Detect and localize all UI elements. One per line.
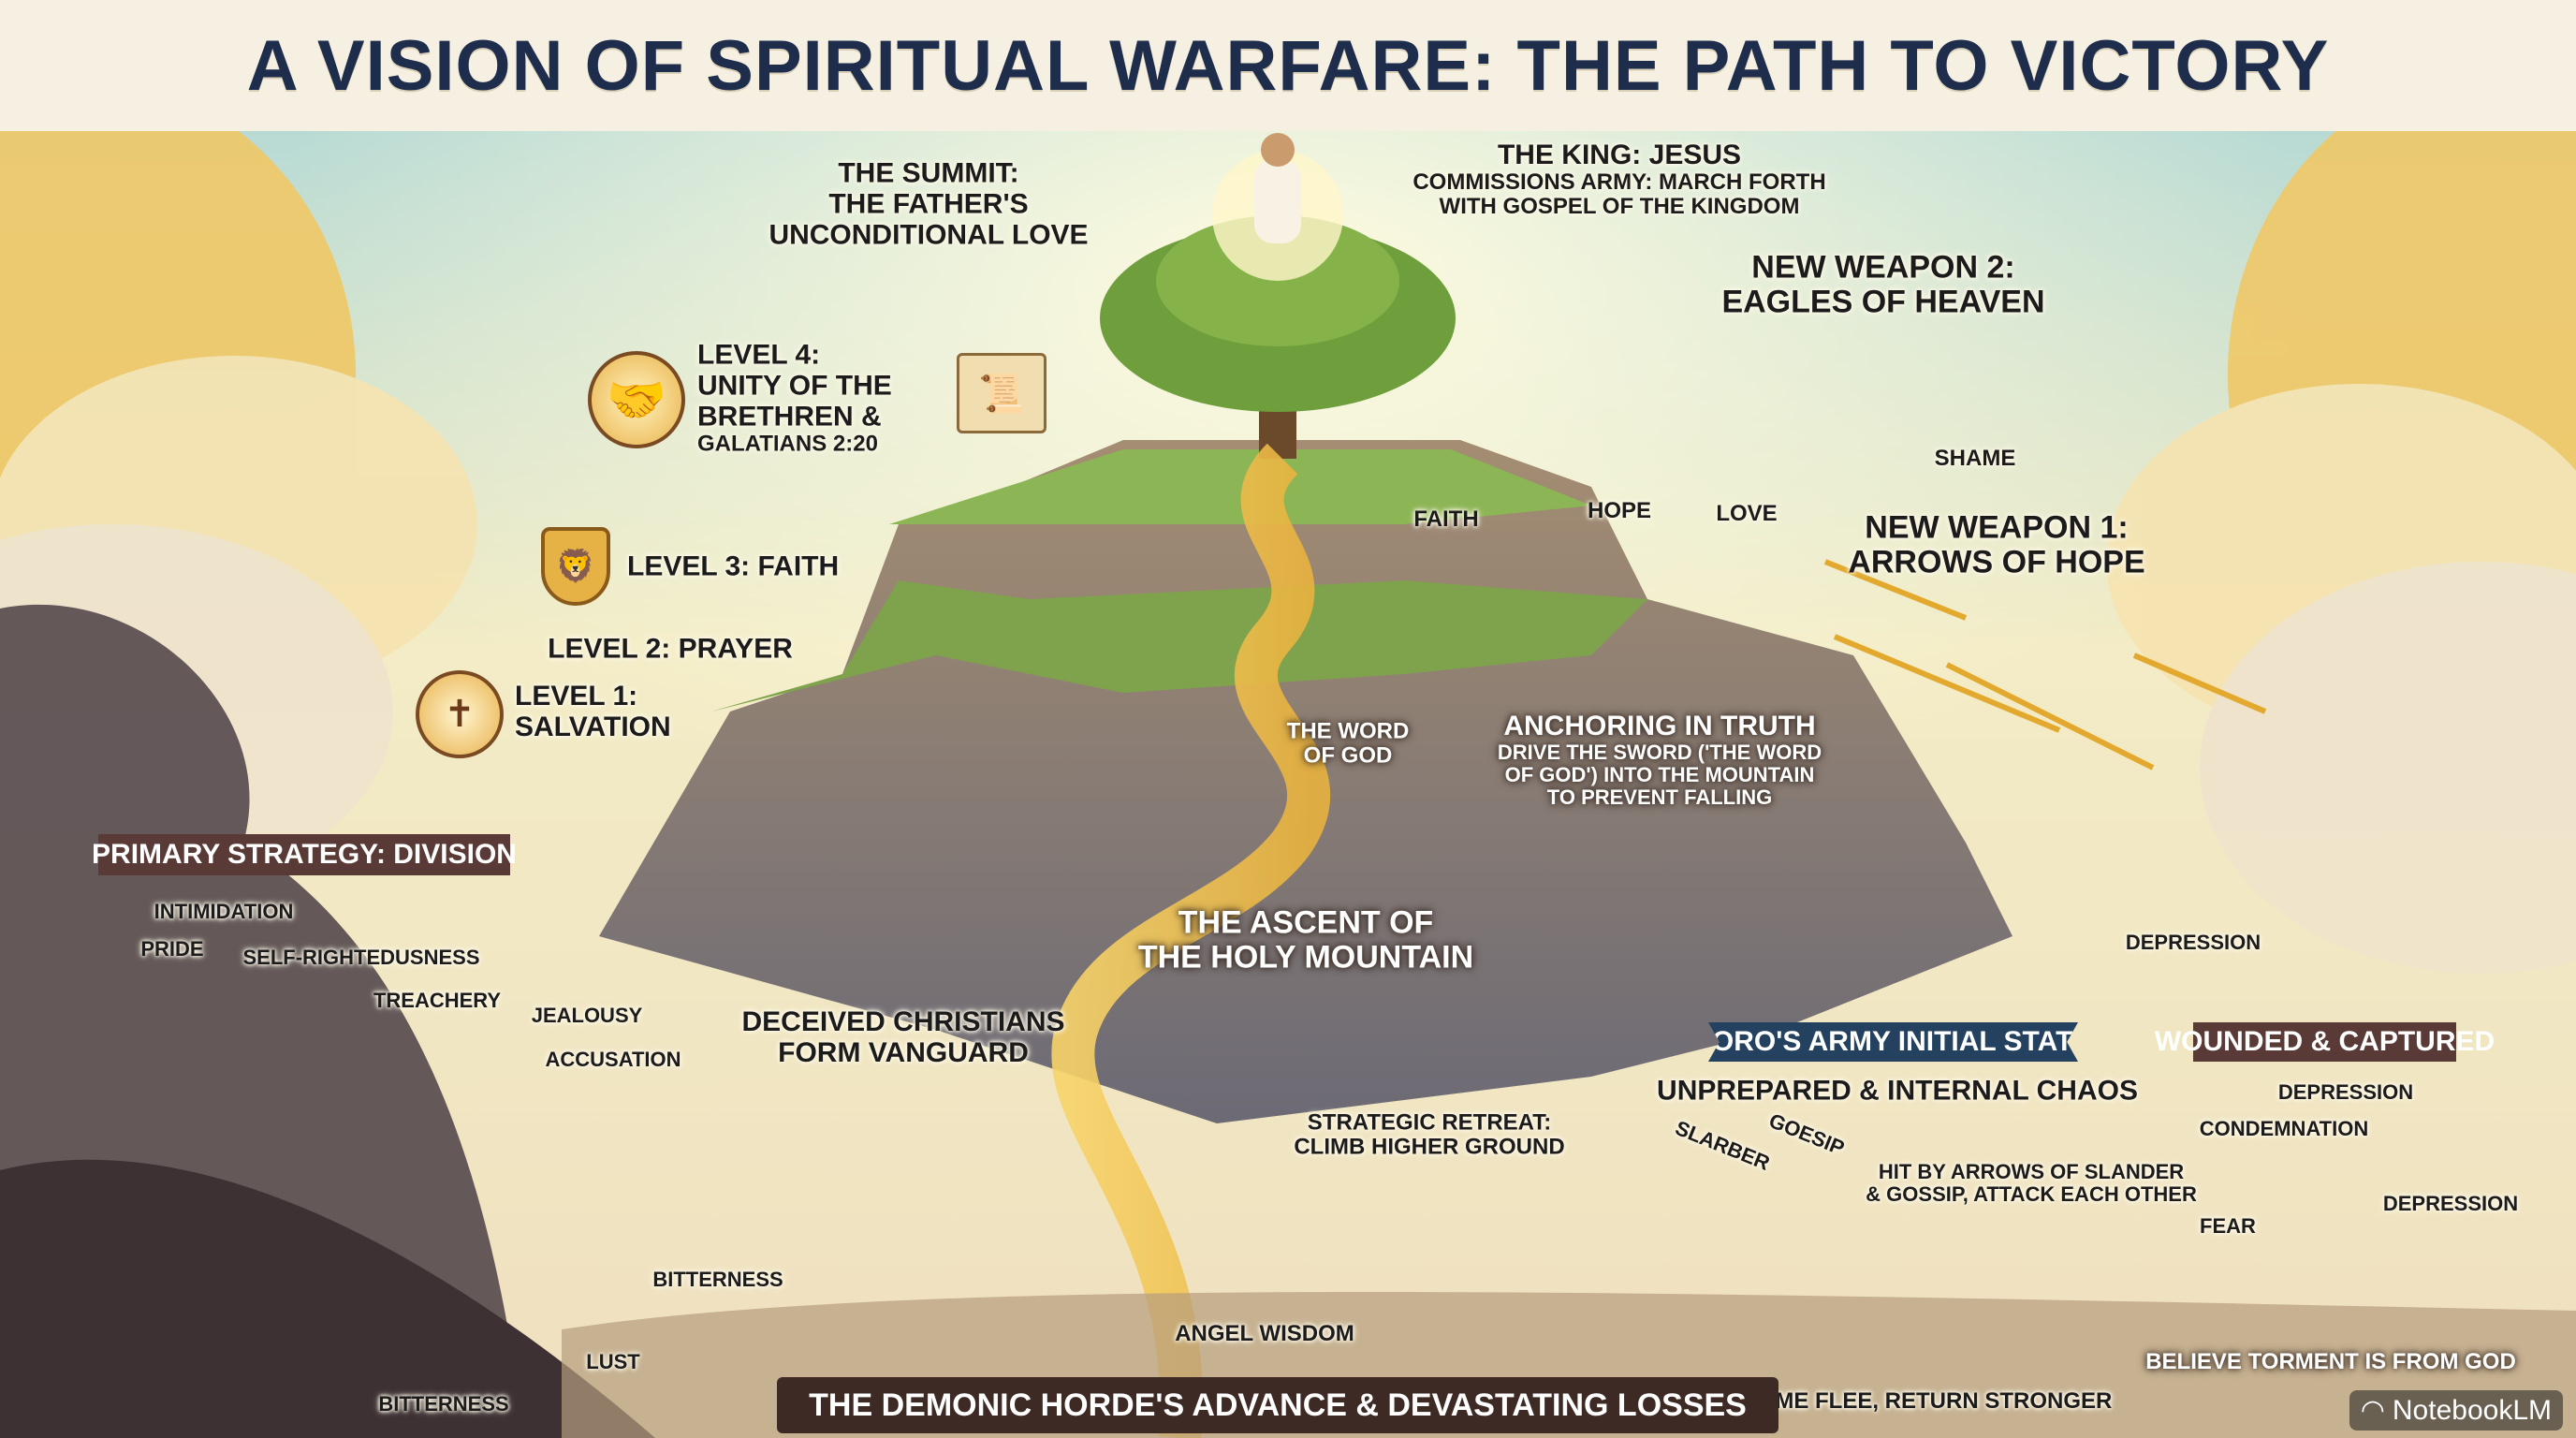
arrows-hit-label: HIT BY ARROWS OF SLANDER & GOSSIP, ATTAC… [1866, 1159, 2197, 1206]
wounded-depression-right: DEPRESSION [2382, 1191, 2519, 1215]
level-2-label: LEVEL 2: PRAYER [548, 633, 793, 665]
lion-shield-icon: 🦁 [541, 527, 610, 606]
weapon2-line1: NEW WEAPON 2: [1751, 249, 2015, 286]
summit-line1: THE SUMMIT: [838, 157, 1019, 189]
shame-label: SHAME [1934, 445, 2016, 471]
page-title: A VISION OF SPIRITUAL WARFARE: THE PATH … [246, 25, 2330, 106]
hit-line2: & GOSSIP, ATTACK EACH OTHER [1866, 1182, 2197, 1206]
hope-label: HOPE [1587, 497, 1652, 523]
wounded-banner: WOUNDED & CAPTURED [2155, 1022, 2495, 1062]
ascent-line1: THE ASCENT OF [1178, 904, 1434, 941]
demon-label-bitterness-2: BITTERNESS [378, 1391, 509, 1416]
wounded-condemnation: CONDEMNATION [2199, 1116, 2369, 1140]
deceived-line2: FORM VANGUARD [778, 1037, 1029, 1068]
demon-label-treachery: TREACHERY [373, 988, 502, 1012]
demon-label-pride: PRIDE [140, 936, 204, 961]
demon-label-self-righteousness: SELF-RIGHTEDUSNESS [242, 945, 480, 969]
notebooklm-watermark: ◠ NotebookLM [2349, 1390, 2563, 1431]
summit-line3: UNCONDITIONAL LOVE [768, 219, 1089, 251]
demon-label-bitterness: BITTERNESS [652, 1267, 783, 1291]
weapon1-line1: NEW WEAPON 1: [1865, 509, 2129, 546]
handshake-icon: 🤝 [588, 351, 685, 448]
anchoring-title: ANCHORING IN TRUTH [1503, 711, 1816, 742]
hit-line1: HIT BY ARROWS OF SLANDER [1878, 1159, 2185, 1183]
watermark-text: NotebookLM [2392, 1394, 2552, 1426]
king-title: THE KING: JESUS [1497, 139, 1742, 171]
army-subtitle: UNPREPARED & INTERNAL CHAOS [1657, 1075, 2138, 1107]
level-3-label: LEVEL 3: FAITH [627, 550, 840, 582]
bottom-banner: THE DEMONIC HORDE'S ADVANCE & DEVASTATIN… [777, 1377, 1778, 1433]
ascent-label: THE ASCENT OF THE HOLY MOUNTAIN [1137, 904, 1474, 976]
new-weapon-2-label: NEW WEAPON 2: EAGLES OF HEAVEN [1721, 249, 2045, 321]
summit-label: THE SUMMIT: THE FATHER'S UNCONDITIONAL L… [768, 158, 1088, 251]
cross-tomb-icon: ✝ [416, 670, 504, 758]
retreat-line2: CLIMB HIGHER GROUND [1294, 1135, 1565, 1160]
word-of-god-line1: THE WORD [1286, 718, 1410, 744]
ascent-line2: THE HOLY MOUNTAIN [1137, 940, 1474, 976]
level-1-label: LEVEL 1: SALVATION [515, 681, 671, 742]
word-of-god-line2: OF GOD [1303, 743, 1393, 769]
new-weapon-1-label: NEW WEAPON 1: ARROWS OF HOPE [1848, 509, 2145, 581]
demon-label-intimidation: INTIMIDATION [154, 899, 294, 923]
wounded-fear: FEAR [2200, 1213, 2256, 1238]
scroll-icon: 📜 [957, 353, 1046, 433]
level4-line2: UNITY OF THE [697, 370, 892, 402]
faith-label: FAITH [1413, 506, 1479, 532]
believe-torment-label: BELIEVE TORMENT IS FROM GOD [2145, 1348, 2516, 1374]
anchoring-line2: OF GOD') INTO THE MOUNTAIN [1504, 763, 1815, 787]
king-label: THE KING: JESUS COMMISSIONS ARMY: MARCH … [1412, 139, 1825, 220]
title-bar: A VISION OF SPIRITUAL WARFARE: THE PATH … [0, 0, 2576, 131]
level-4-label: LEVEL 4: UNITY OF THE BRETHREN & GALATIA… [697, 339, 892, 456]
right-clouds [2106, 66, 2576, 974]
king-line1: COMMISSIONS ARMY: MARCH FORTH [1412, 169, 1826, 196]
weapon1-line2: ARROWS OF HOPE [1848, 545, 2145, 580]
anchoring-label: ANCHORING IN TRUTH DRIVE THE SWORD ('THE… [1498, 711, 1822, 810]
arrows-of-hope [1823, 559, 2267, 770]
anchoring-line1: DRIVE THE SWORD ('THE WORD [1497, 741, 1822, 765]
demon-horde [0, 604, 655, 1438]
level1-line1: LEVEL 1: [515, 681, 638, 712]
level4-line4: GALATIANS 2:20 [697, 431, 878, 457]
wounded-depression-top: DEPRESSION [2277, 1079, 2414, 1104]
level4-line3: BRETHREN & [697, 401, 882, 433]
anchoring-line3: TO PREVENT FALLING [1546, 785, 1773, 810]
demon-label-jealousy: JEALOUSY [531, 1003, 643, 1027]
angel-wisdom-label: ANGEL WISDOM [1175, 1320, 1354, 1346]
level4-line1: LEVEL 4: [697, 339, 821, 371]
love-label: LOVE [1716, 500, 1778, 526]
army-banner: LORO'S ARMY INITIAL STATE [1708, 1022, 2078, 1062]
retreat-line1: STRATEGIC RETREAT: [1307, 1109, 1552, 1136]
flee-label: SOME FLEE, RETURN STRONGER [1742, 1387, 2113, 1414]
level1-line2: SALVATION [515, 712, 671, 742]
jesus-figure [1212, 133, 1343, 281]
deceived-christians-label: DECEIVED CHRISTIANS FORM VANGUARD [741, 1006, 1064, 1068]
king-line2: WITH GOSPEL OF THE KINGDOM [1439, 194, 1800, 220]
golden-path [1051, 443, 1331, 1438]
deceived-line1: DECEIVED CHRISTIANS [741, 1006, 1065, 1037]
eagle-depression-label: DEPRESSION [2125, 930, 2261, 954]
demon-label-accusation: ACCUSATION [545, 1047, 681, 1071]
word-of-god-label: THE WORD OF GOD [1286, 718, 1410, 770]
weapon2-line2: EAGLES OF HEAVEN [1721, 285, 2045, 320]
summit-line2: THE FATHER'S [828, 188, 1029, 220]
strategic-retreat-label: STRATEGIC RETREAT: CLIMB HIGHER GROUND [1294, 1109, 1565, 1161]
primary-strategy-banner: PRIMARY STRATEGY: DIVISION [92, 834, 517, 875]
demon-label-lust: LUST [586, 1349, 640, 1373]
notebooklm-logo-icon: ◠ [2360, 1395, 2385, 1426]
